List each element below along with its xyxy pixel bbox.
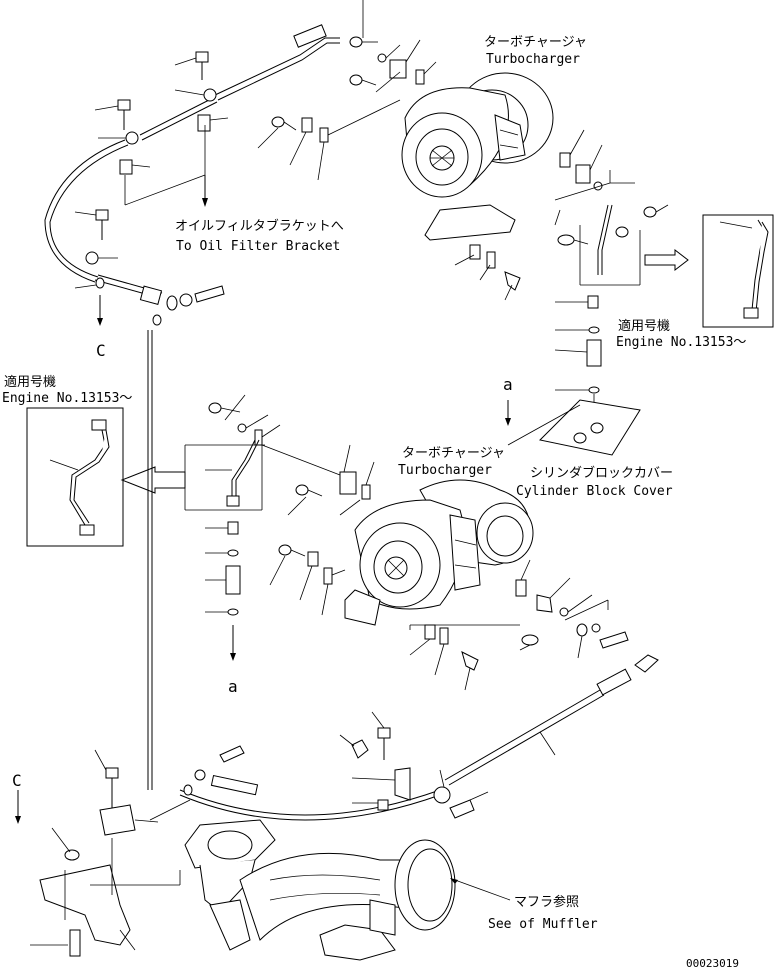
- muffler-label-en: See of Muffler: [488, 917, 598, 932]
- ref-c-top: C: [96, 341, 106, 360]
- fasteners-top-center: [257, 0, 635, 201]
- serial-right-jp: 適用号機: [618, 318, 670, 334]
- serial-left-en: Engine No.13153～: [2, 391, 132, 406]
- oil-pipe-vertical: [147, 330, 153, 790]
- inset-callout-right: [554, 204, 689, 286]
- oil-pipe-top: [44, 24, 340, 311]
- cyl-cover-label-jp: シリンダブロックカバー: [530, 465, 673, 481]
- fasteners-top-turbo-base: [454, 244, 521, 301]
- cylinder-block-cover-assembly: [505, 295, 641, 456]
- ref-a-top: a: [503, 375, 513, 394]
- oil-filter-label-jp: オイルフィルタブラケットへ: [175, 218, 344, 234]
- serial-right-en: Engine No.13153～: [616, 335, 746, 350]
- turbo-mid-label-jp: ターボチャージャ: [402, 446, 505, 461]
- fasteners-mid-center: [269, 444, 629, 691]
- fasteners-mid-left: [184, 394, 341, 661]
- oil-pipe-bottom-right: [444, 654, 659, 786]
- muffler-leader: [450, 878, 511, 901]
- inset-box-right: [702, 214, 774, 328]
- fasteners-top-left: [74, 51, 229, 326]
- cyl-cover-label-en: Cylinder Block Cover: [516, 484, 673, 499]
- exhaust-elbow: [184, 819, 456, 961]
- fasteners-bottom-center: [339, 711, 489, 819]
- turbo-top-label-en: Turbocharger: [486, 52, 580, 67]
- turbo-mid-label-en: Turbocharger: [398, 463, 492, 478]
- drawing-number: 00023019: [686, 957, 739, 970]
- oil-pipe-bottom: [179, 745, 441, 821]
- serial-left-jp: 適用号機: [4, 374, 56, 390]
- ref-c-bottom: C: [12, 771, 22, 790]
- turbocharger-top: [401, 72, 554, 241]
- ref-c-top-arrow: [97, 295, 103, 326]
- muffler-label-jp: マフラ参照: [514, 894, 579, 910]
- turbocharger-mid: [344, 479, 534, 626]
- fasteners-bottom-left: [15, 749, 191, 957]
- turbo-top-label-jp: ターボチャージャ: [484, 35, 587, 50]
- inset-box-left: [26, 407, 186, 547]
- oil-filter-label-en: To Oil Filter Bracket: [176, 239, 340, 254]
- ref-a-bottom: a: [228, 677, 238, 696]
